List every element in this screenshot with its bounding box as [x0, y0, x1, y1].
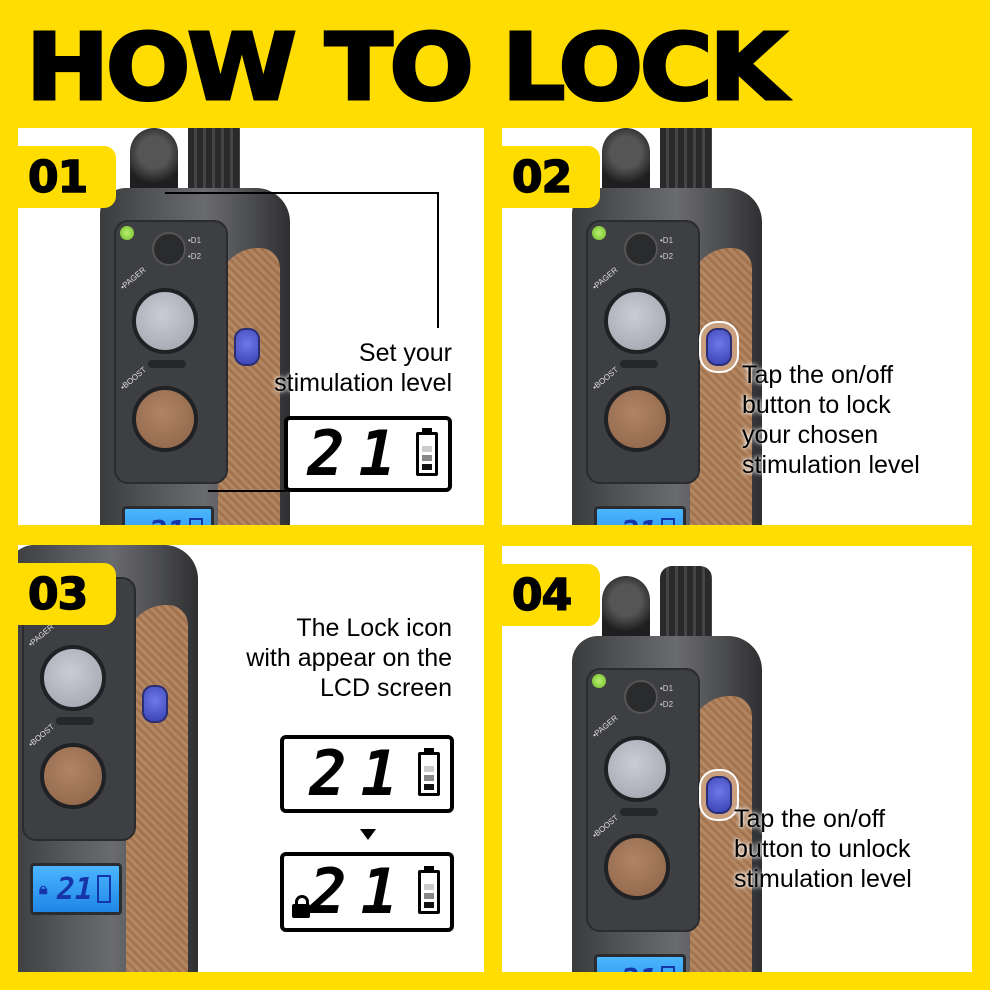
lcd-level: 21 [56, 871, 93, 907]
antenna-clip [602, 576, 650, 646]
step-caption: Tap the on/off button to lock your chose… [742, 361, 920, 479]
boost-button[interactable] [604, 834, 670, 900]
step-number: 04 [511, 569, 573, 622]
boost-button[interactable] [604, 386, 670, 452]
antenna [660, 566, 712, 648]
dog-select-toggle[interactable] [624, 680, 658, 714]
button-divider [620, 360, 658, 368]
d2-label: •D2 [660, 700, 674, 709]
antenna-clip [130, 128, 178, 198]
lcd-diagram-locked: 21 [280, 852, 454, 932]
button-divider [56, 717, 94, 725]
lcd-level: 21 [621, 515, 657, 526]
step-panel-01: 01 •D1 •D2 •PAGER •BOOST 21 Set your sti… [18, 128, 484, 525]
battery-icon [661, 966, 675, 972]
lcd-level: 21 [621, 963, 657, 973]
callout-line [437, 192, 439, 328]
step-number: 02 [511, 151, 573, 204]
pager-button[interactable] [132, 288, 198, 354]
step-number: 01 [27, 151, 89, 204]
step-caption: Set your stimulation level [274, 339, 452, 397]
step-badge-02: 02 [502, 146, 600, 208]
device-lcd: 21 [594, 954, 686, 972]
arrow-down-icon [360, 829, 376, 840]
button-divider [620, 808, 658, 816]
power-button[interactable] [234, 328, 260, 366]
lcd-level: 21 [309, 855, 412, 928]
lcd-level: 21 [149, 515, 185, 526]
status-led [592, 674, 606, 688]
lcd-level: 21 [307, 417, 410, 490]
antenna-clip [602, 128, 650, 198]
step-panel-03: 03 •D1 •D2 •PAGER •BOOST 🔒︎ 21 The Lock … [18, 545, 484, 972]
device-lcd: 21 [122, 506, 214, 525]
page-title: HOW TO LOCK [24, 14, 788, 121]
lcd-diagram: 21 [284, 416, 452, 492]
pager-button[interactable] [604, 736, 670, 802]
lcd-diagram-unlocked: 21 [280, 735, 454, 813]
callout-line [208, 490, 286, 492]
step-badge-01: 01 [18, 146, 116, 208]
step-badge-03: 03 [18, 563, 116, 625]
d2-label: •D2 [188, 252, 202, 261]
step-badge-04: 04 [502, 564, 600, 626]
status-led [120, 226, 134, 240]
lock-icon [292, 895, 310, 918]
power-button-highlighted[interactable] [706, 776, 732, 814]
dog-select-toggle[interactable] [624, 232, 658, 266]
d1-label: •D1 [660, 684, 674, 693]
boost-button[interactable] [132, 386, 198, 452]
pager-button[interactable] [604, 288, 670, 354]
step-panel-04: 04 •D1 •D2 •PAGER •BOOST 21 Tap the on/o… [502, 546, 972, 972]
lcd-level: 21 [309, 737, 412, 810]
textured-grip [126, 605, 188, 972]
battery-icon [418, 748, 440, 796]
step-caption: The Lock icon with appear on the LCD scr… [246, 614, 452, 702]
battery-icon [97, 875, 111, 903]
step-panel-02: 02 •D1 •D2 •PAGER •BOOST 21 Tap the on/o… [502, 128, 972, 525]
callout-line [165, 192, 439, 194]
step-caption: Tap the on/off button to unlock stimulat… [734, 805, 912, 893]
button-divider [148, 360, 186, 368]
step-number: 03 [27, 568, 89, 621]
d1-label: •D1 [188, 236, 202, 245]
device-lcd: 21 [594, 506, 686, 525]
battery-icon [418, 866, 440, 914]
textured-grip [218, 248, 280, 525]
textured-grip [690, 696, 752, 972]
dog-select-toggle[interactable] [152, 232, 186, 266]
power-button[interactable] [142, 685, 168, 723]
lock-icon: 🔒︎ [39, 879, 48, 898]
status-led [592, 226, 606, 240]
device-lcd: 🔒︎ 21 [30, 863, 122, 915]
boost-button[interactable] [40, 743, 106, 809]
power-button-highlighted[interactable] [706, 328, 732, 366]
d1-label: •D1 [660, 236, 674, 245]
battery-icon [661, 518, 675, 525]
pager-button[interactable] [40, 645, 106, 711]
textured-grip [690, 248, 752, 525]
d2-label: •D2 [660, 252, 674, 261]
battery-icon [416, 428, 438, 476]
battery-icon [189, 518, 203, 525]
